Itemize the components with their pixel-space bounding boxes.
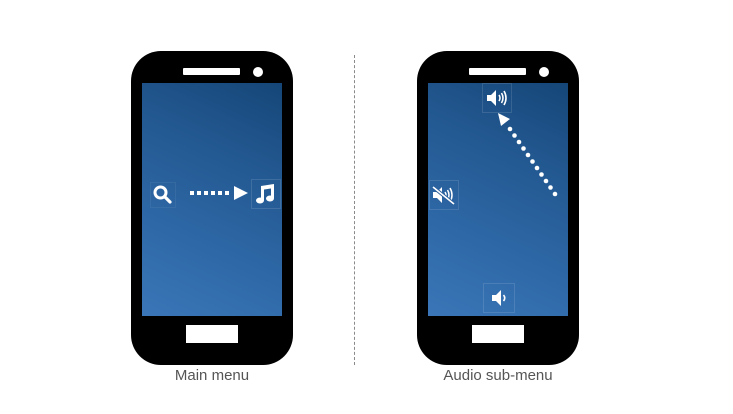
volume-high-icon[interactable] (482, 83, 512, 113)
music-note-icon[interactable] (251, 179, 281, 209)
dotted-arrow-up-left (496, 111, 562, 199)
volume-low-icon[interactable] (483, 283, 515, 313)
phone-speaker (469, 68, 526, 75)
home-button (472, 325, 524, 343)
phone-audio-submenu (417, 51, 579, 365)
caption-audio-submenu: Audio sub-menu (443, 367, 553, 384)
dotted-arrow-right (190, 186, 250, 200)
phone-speaker (183, 68, 240, 75)
phone-camera (539, 67, 549, 77)
volume-mute-icon[interactable] (429, 180, 459, 210)
dashed-divider (354, 55, 355, 365)
search-icon[interactable] (150, 182, 176, 208)
phone-main-menu (131, 51, 293, 365)
home-button (186, 325, 238, 343)
phone-screen-main-menu (142, 83, 282, 316)
caption-main-menu: Main menu (174, 367, 250, 384)
phone-camera (253, 67, 263, 77)
phone-screen-audio-submenu (428, 83, 568, 316)
